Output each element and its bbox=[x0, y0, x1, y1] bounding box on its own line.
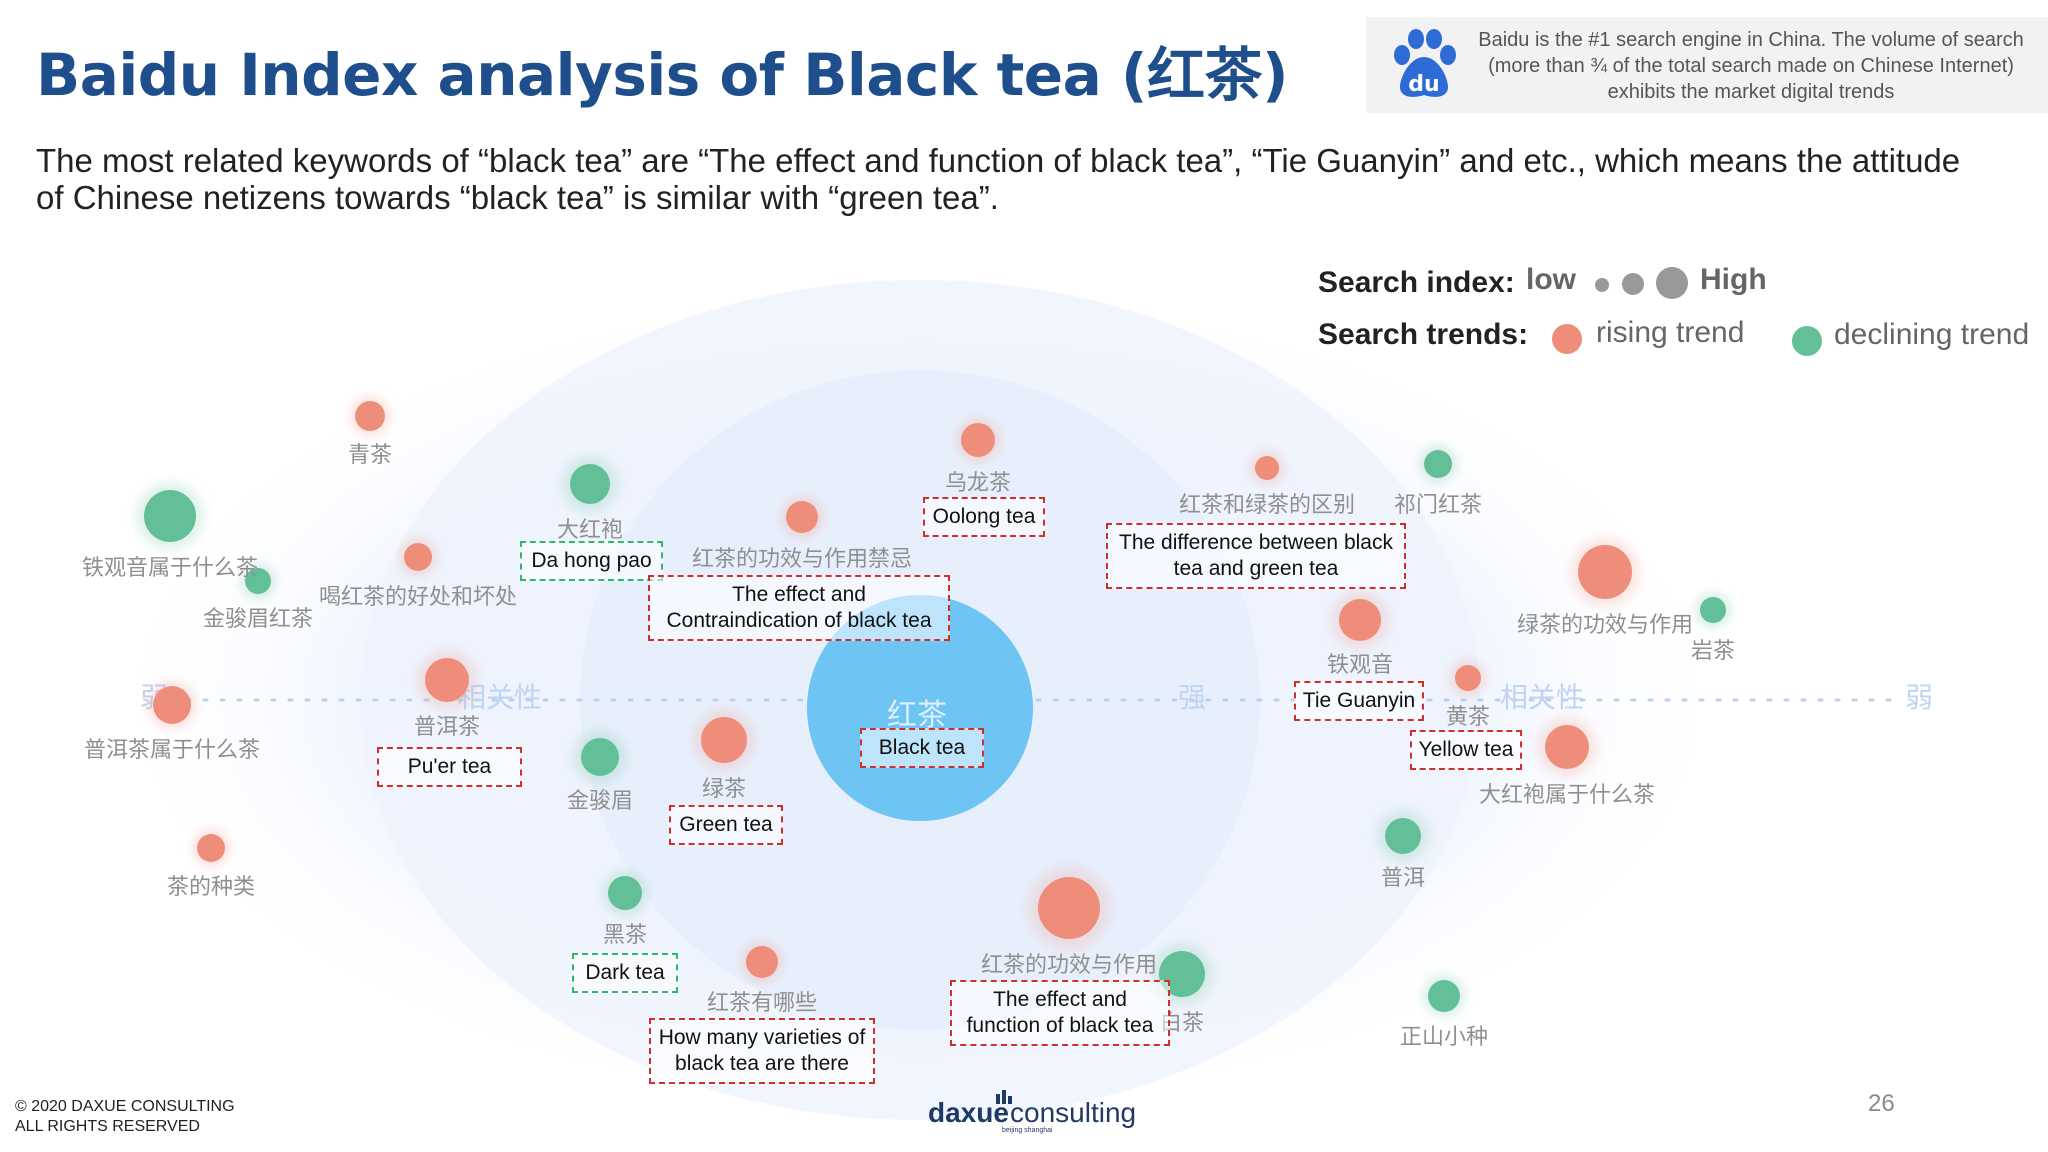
bubble-effect-function bbox=[1038, 877, 1100, 939]
bubble-tieguanyin bbox=[1339, 599, 1381, 641]
label-jinjunmei-red: 金骏眉红茶 bbox=[202, 606, 314, 631]
box-effect-function-en: The effect and function of black tea bbox=[950, 980, 1170, 1046]
box-effect-contra-en: The effect and Contraindication of black… bbox=[648, 575, 950, 641]
box-oolong-en: Oolong tea bbox=[923, 497, 1045, 537]
bubble-benefits-drink bbox=[404, 543, 432, 571]
bubble-qingcha bbox=[355, 401, 385, 431]
label-baicha: 白茶 bbox=[1159, 1010, 1205, 1035]
label-benefits-drink: 喝红茶的好处和坏处 bbox=[318, 584, 518, 609]
legend-search-trends-label: Search trends: bbox=[1318, 318, 1529, 351]
bubble-jinjunmei bbox=[581, 738, 619, 776]
label-yancha: 岩茶 bbox=[1690, 638, 1736, 663]
box-difference-en: The difference between black tea and gre… bbox=[1106, 523, 1406, 589]
axis-strong: 强 bbox=[1178, 682, 1207, 713]
axis-relevance-right: 相关性 bbox=[1500, 682, 1585, 713]
box-lvcha-en: Green tea bbox=[669, 805, 783, 845]
box-heicha-en: Dark tea bbox=[572, 953, 678, 993]
label-oolong: 乌龙茶 bbox=[944, 470, 1012, 495]
bubble-dahongpao-what bbox=[1545, 725, 1589, 769]
baidu-paw-logo-icon: du bbox=[1394, 29, 1456, 97]
label-huangcha: 黄茶 bbox=[1445, 704, 1491, 729]
label-tea-kinds: 茶的种类 bbox=[166, 874, 256, 899]
label-puercha: 普洱茶 bbox=[413, 714, 481, 739]
bubble-dahongpao bbox=[570, 464, 610, 504]
bubble-tieguanyin-what bbox=[144, 490, 196, 542]
box-varieties-en: How many varieties of black tea are ther… bbox=[649, 1018, 875, 1084]
label-tieguanyin-what: 铁观音属于什么茶 bbox=[81, 555, 259, 580]
legend-search-index-label: Search index: bbox=[1318, 266, 1515, 299]
page-number: 26 bbox=[1868, 1090, 1895, 1117]
bubble-oolong bbox=[961, 423, 995, 457]
legend-rising-dot bbox=[1552, 324, 1582, 354]
bubble-green-effect bbox=[1578, 545, 1632, 599]
baidu-info-box: du Baidu is the #1 search engine in Chin… bbox=[1366, 17, 2048, 113]
bubble-effect-contra bbox=[786, 501, 818, 533]
legend-high-label: High bbox=[1700, 263, 1767, 296]
label-jinjunmei: 金骏眉 bbox=[566, 788, 634, 813]
label-green-effect: 绿茶的功效与作用 bbox=[1516, 612, 1694, 637]
label-difference: 红茶和绿茶的区别 bbox=[1178, 492, 1356, 517]
label-qimen: 祁门红茶 bbox=[1393, 492, 1483, 517]
legend-declining-dot bbox=[1792, 326, 1822, 356]
label-dahongpao: 大红袍 bbox=[556, 517, 624, 542]
bubble-puercha bbox=[425, 658, 469, 702]
bubble-tea-kinds bbox=[197, 834, 225, 862]
label-lvcha: 绿茶 bbox=[701, 776, 747, 801]
bubble-lvcha bbox=[701, 717, 747, 763]
footer-rights-line: ALL RIGHTS RESERVED bbox=[15, 1118, 200, 1135]
brand-consulting: consulting bbox=[1010, 1097, 1136, 1128]
footer-copyright: © 2020 DAXUE CONSULTING ALL RIGHTS RESER… bbox=[15, 1097, 235, 1137]
brand-daxue: daxue bbox=[928, 1097, 1009, 1128]
box-dahongpao-en: Da hong pao bbox=[520, 541, 663, 581]
label-tieguanyin: 铁观音 bbox=[1326, 652, 1394, 677]
daxue-consulting-logo: daxue consulting beijing shanghai bbox=[928, 1090, 1136, 1134]
box-huangcha-en: Yellow tea bbox=[1410, 730, 1522, 770]
label-heicha: 黑茶 bbox=[602, 922, 648, 947]
bubble-jinjunmei-red bbox=[245, 568, 271, 594]
bubble-varieties bbox=[746, 946, 778, 978]
bubble-yancha bbox=[1700, 597, 1726, 623]
legend-rising-label: rising trend bbox=[1596, 316, 1745, 349]
label-dahongpao-what: 大红袍属于什么茶 bbox=[1478, 782, 1656, 807]
brand-tagline: beijing shanghai bbox=[1002, 1127, 1053, 1134]
label-effect-contra: 红茶的功效与作用禁忌 bbox=[691, 546, 913, 571]
page-title: Baidu Index analysis of Black tea (红茶) bbox=[36, 41, 1289, 109]
label-effect-function: 红茶的功效与作用 bbox=[980, 952, 1158, 977]
bubble-puer-what bbox=[153, 686, 191, 724]
bubble-heicha bbox=[608, 876, 642, 910]
page-subtitle: The most related keywords of “black tea”… bbox=[36, 142, 1961, 216]
center-label-zh: 红茶 bbox=[887, 699, 947, 732]
label-varieties: 红茶有哪些 bbox=[706, 990, 818, 1015]
axis-relevance-left: 相关性 bbox=[458, 682, 543, 713]
bubble-zhengshan bbox=[1428, 980, 1460, 1012]
center-label-en: Black tea bbox=[860, 728, 984, 768]
footer-copyright-line: © 2020 DAXUE CONSULTING bbox=[15, 1098, 235, 1115]
legend-declining-label: declining trend bbox=[1834, 318, 2030, 351]
legend-low-label: low bbox=[1526, 263, 1576, 296]
box-puercha-en: Pu'er tea bbox=[377, 747, 522, 787]
label-puer-what: 普洱茶属于什么茶 bbox=[83, 737, 261, 762]
bubble-huangcha bbox=[1455, 665, 1481, 691]
bubble-qimen bbox=[1424, 450, 1452, 478]
legend-dot-small bbox=[1595, 278, 1609, 292]
legend-dot-large bbox=[1656, 267, 1688, 299]
label-qingcha: 青茶 bbox=[347, 442, 393, 467]
box-tieguanyin-en: Tie Guanyin bbox=[1294, 681, 1424, 721]
label-puer: 普洱 bbox=[1380, 865, 1426, 890]
bubble-difference bbox=[1255, 456, 1279, 480]
axis-weak-right: 弱 bbox=[1905, 682, 1934, 713]
label-zhengshan: 正山小种 bbox=[1399, 1024, 1489, 1049]
bubble-puer bbox=[1385, 818, 1421, 854]
legend-dot-medium bbox=[1622, 273, 1644, 295]
baidu-info-text: Baidu is the #1 search engine in China. … bbox=[1478, 29, 2024, 103]
baidu-logo-text: du bbox=[1408, 72, 1439, 97]
